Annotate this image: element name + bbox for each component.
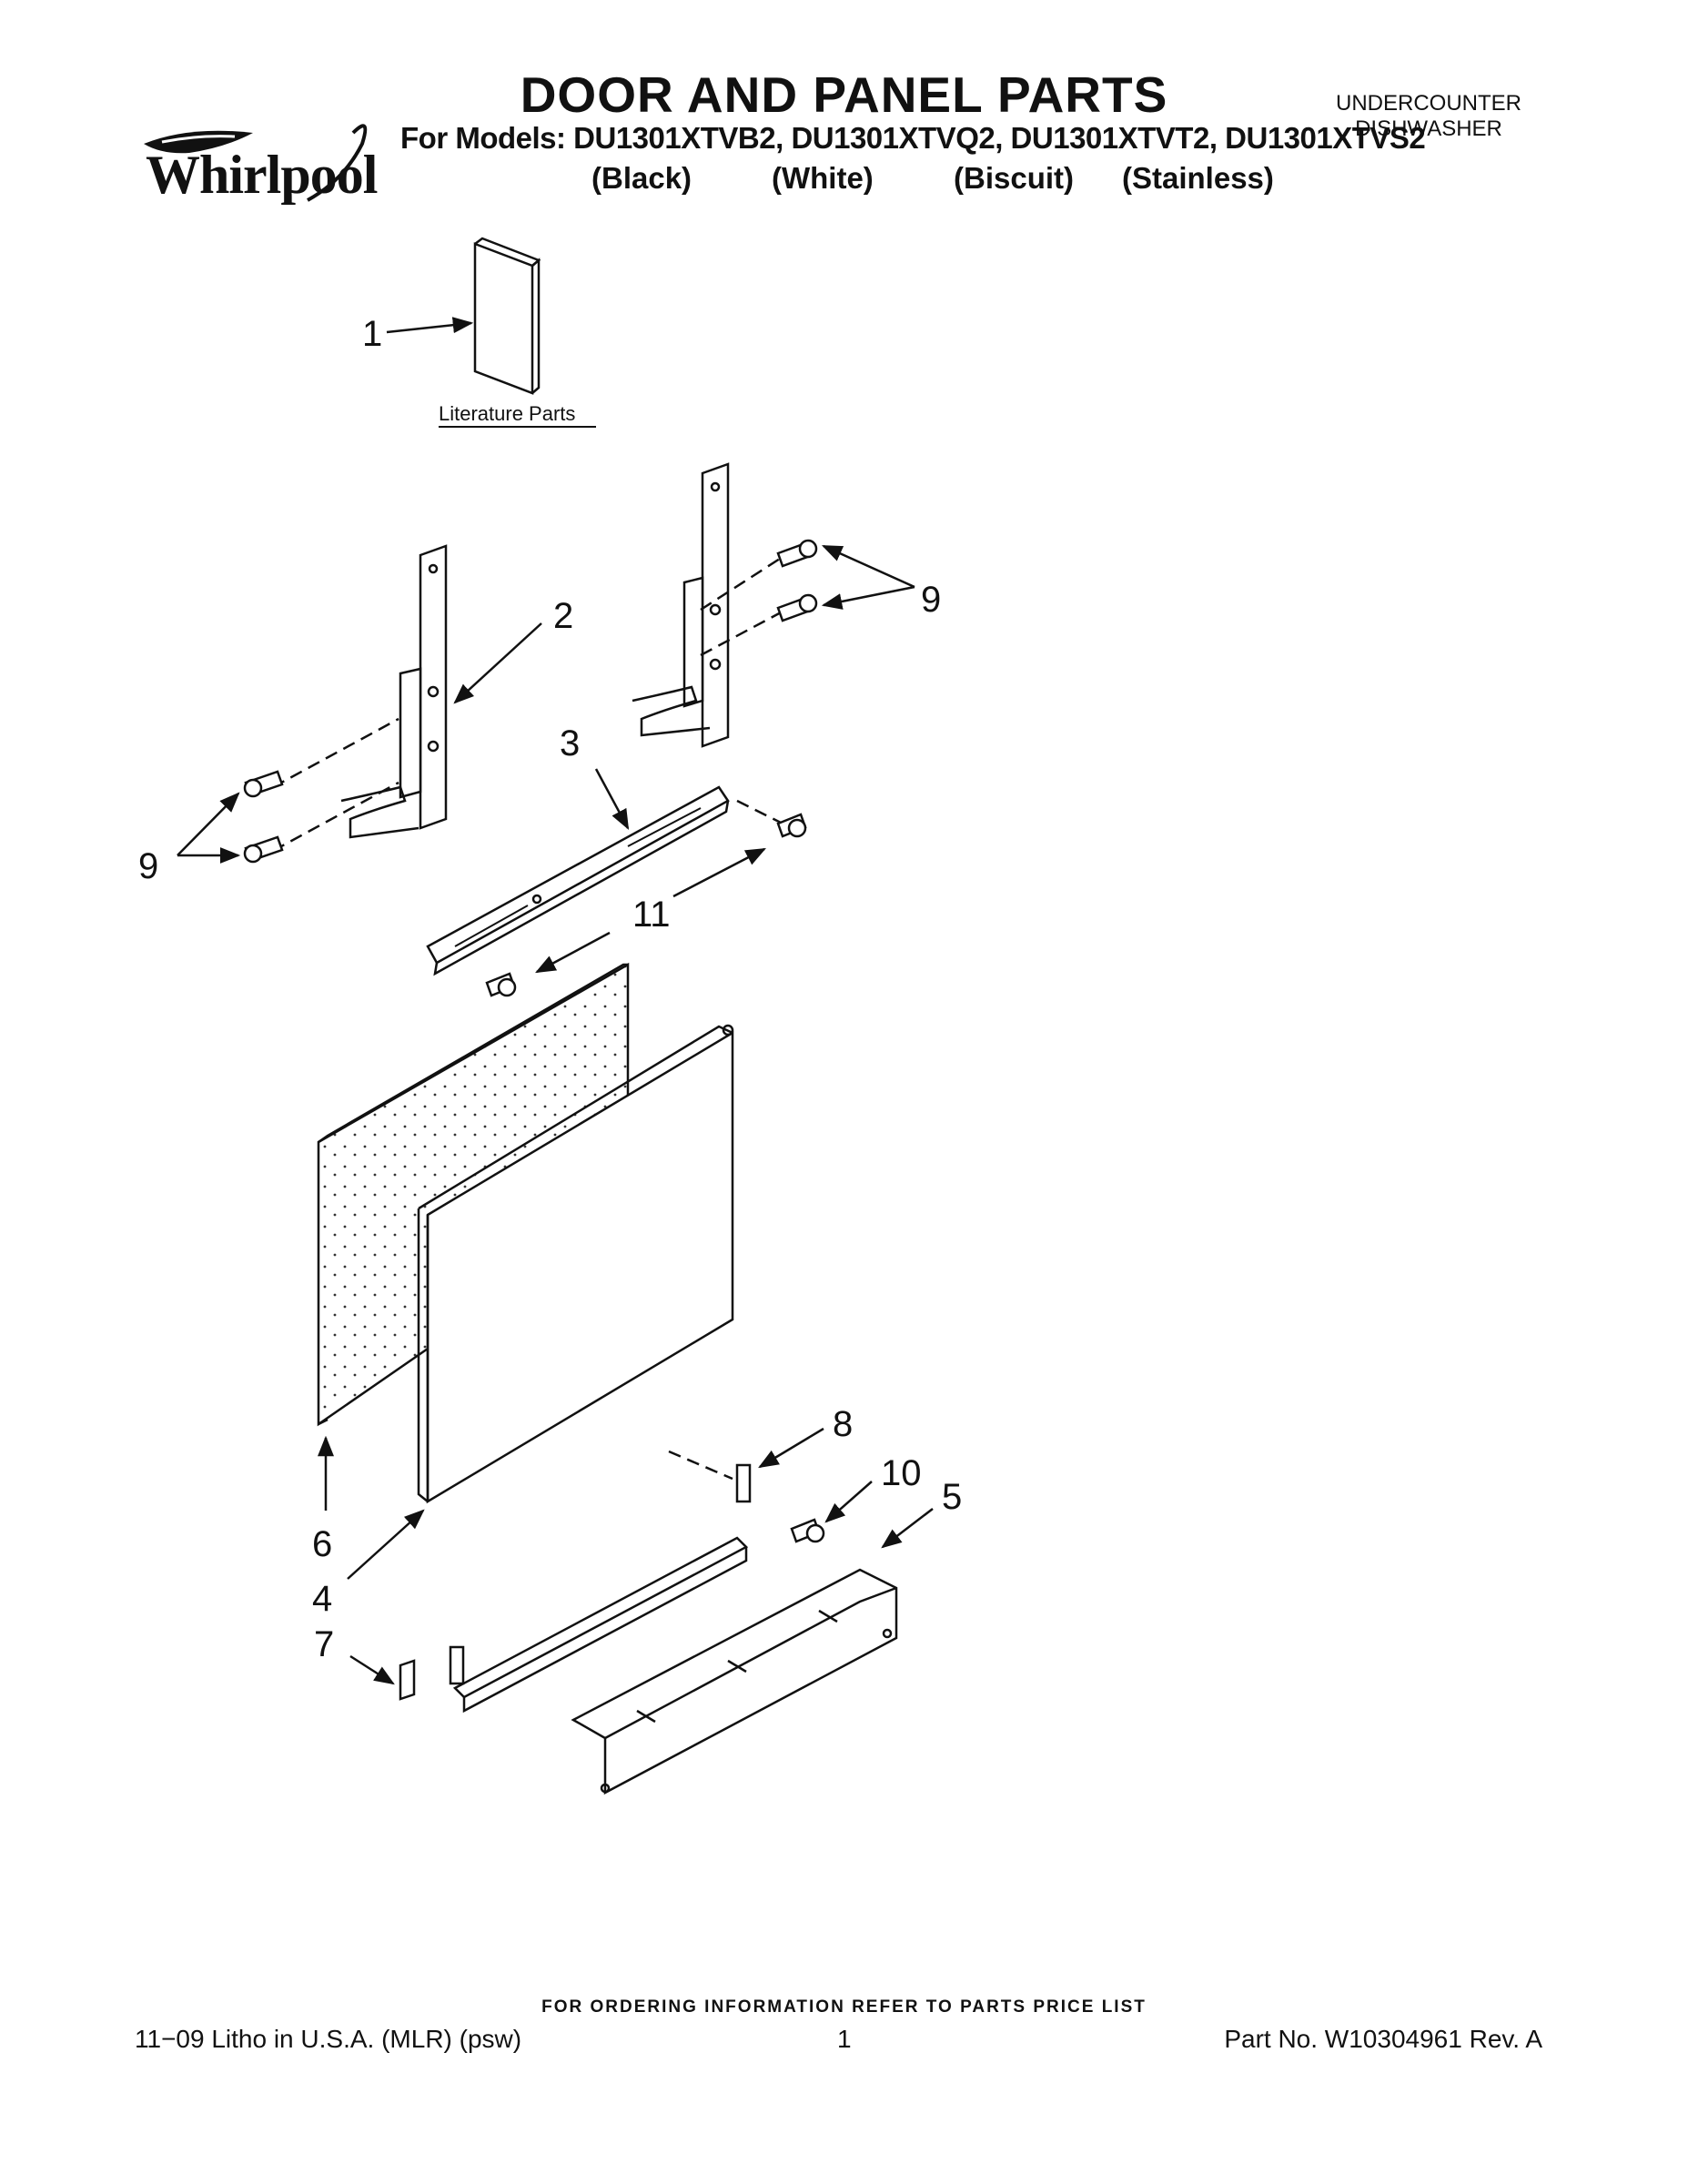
- appliance-type-line1: UNDERCOUNTER: [1336, 91, 1521, 116]
- right-hinge-bracket: [632, 462, 730, 748]
- left-screw-upper: [243, 770, 284, 798]
- callout-9-right: 9: [921, 580, 941, 620]
- appliance-type: UNDERCOUNTER DISHWASHER: [1301, 91, 1556, 142]
- callout-6: 6: [312, 1524, 332, 1564]
- color-white: (White): [772, 161, 874, 195]
- appliance-type-line2: DISHWASHER: [1355, 116, 1502, 141]
- literature-booklet: [473, 237, 541, 395]
- model-list: For Models: DU1301XTVB2, DU1301XTVQ2, DU…: [400, 121, 1426, 155]
- right-screw-lower: [776, 593, 818, 622]
- callout-5: 5: [942, 1477, 962, 1517]
- page-title: DOOR AND PANEL PARTS: [520, 66, 1168, 123]
- color-black: (Black): [591, 161, 692, 195]
- color-stainless: (Stainless): [1122, 161, 1274, 195]
- outer-door-panel: [417, 1024, 734, 1504]
- toe-kick-panel: [571, 1568, 898, 1795]
- callout-10: 10: [881, 1453, 922, 1493]
- door-mounting-rail: [426, 785, 730, 976]
- toe-kick-bracket: [449, 1463, 752, 1714]
- callout-3: 3: [560, 723, 580, 763]
- toe-kick-screw: [790, 1518, 825, 1543]
- callout-7: 7: [314, 1624, 334, 1664]
- ordering-info-note: FOR ORDERING INFORMATION REFER TO PARTS …: [541, 1997, 1147, 2017]
- toe-kick-clip: [399, 1659, 416, 1701]
- callout-8: 8: [833, 1404, 853, 1444]
- color-biscuit: (Biscuit): [954, 161, 1074, 195]
- literature-parts-label: Literature Parts: [439, 402, 575, 425]
- whirlpool-logo: [144, 124, 368, 202]
- callout-4: 4: [312, 1579, 332, 1619]
- callout-1: 1: [362, 314, 382, 354]
- callout-9-left: 9: [138, 846, 158, 886]
- callout-11: 11: [632, 895, 671, 935]
- rail-screw-left: [485, 972, 517, 997]
- right-screw-upper: [776, 539, 818, 568]
- part-number: Part No. W10304961 Rev. A: [1224, 2025, 1542, 2053]
- litho-info: 11−09 Litho in U.S.A. (MLR) (psw): [135, 2025, 522, 2053]
- callout-2: 2: [553, 596, 573, 636]
- page-number: 1: [837, 2025, 852, 2053]
- left-screw-lower: [243, 835, 284, 864]
- left-hinge-bracket: [340, 544, 448, 839]
- brand-wordmark: Whirlpool: [146, 145, 378, 205]
- rail-screw-right: [776, 813, 807, 838]
